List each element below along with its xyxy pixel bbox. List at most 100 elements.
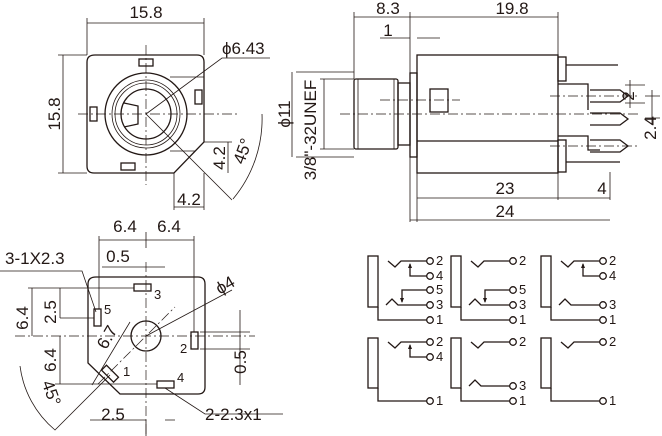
ring-spring: [468, 298, 510, 306]
terminal-4: [426, 272, 434, 280]
pin-slot-1: [100, 364, 120, 384]
plug-sleeve: [450, 337, 462, 389]
terminal-2: [599, 338, 607, 346]
body-to-pins-dim: 23: [496, 179, 515, 198]
terminal-1: [509, 316, 517, 324]
tip-spring: [470, 341, 510, 349]
terminal-label: 1: [609, 312, 616, 327]
terminal-label: 1: [519, 393, 526, 408]
bore-diameter-dim: ϕ6.43: [222, 39, 265, 58]
terminal-label: 1: [436, 393, 443, 408]
thread-spec: 3/8"-32UNEF: [301, 80, 320, 181]
terminal-1: [509, 397, 517, 405]
sleeve-contact: [550, 388, 600, 402]
angle-dim: 45°: [38, 378, 65, 409]
ring-spring: [558, 298, 600, 306]
front-view: 15.8 15.8 ϕ6.43 4.2 4.2 45°: [45, 3, 270, 210]
tip-spring: [387, 341, 427, 349]
terminal-1: [426, 316, 434, 324]
thread-length-dim: 8.3: [376, 0, 400, 18]
terminal-label: 4: [436, 268, 443, 283]
terminal-label: 5: [519, 282, 526, 297]
pin-label-5: 5: [104, 302, 111, 317]
ring-switch: [401, 289, 427, 302]
plug-sleeve: [367, 337, 379, 389]
terminal-1: [426, 397, 434, 405]
chamfer-v-dim: 4.2: [210, 146, 229, 170]
terminal-5: [509, 286, 517, 294]
arrow-icon: [408, 344, 412, 349]
arrow-icon: [408, 263, 412, 268]
ring-spring: [468, 379, 510, 387]
plug-sleeve: [540, 337, 552, 389]
bottom-view: 6.4 6.4 0.5 3-1X2.3 6.4 2.5 6.4 6.7 ϕ4 0…: [0, 217, 283, 436]
terminal-2: [509, 257, 517, 265]
sleeve-contact: [460, 388, 510, 402]
pin-label-4: 4: [177, 370, 184, 385]
pitch-right-dim: 6.4: [157, 217, 181, 236]
flange-dim: 1: [383, 21, 392, 40]
terminal-label: 3: [519, 297, 526, 312]
schematic-5: 231: [450, 334, 526, 408]
arrow-icon: [581, 263, 585, 268]
terminal-3: [426, 301, 434, 309]
vert-lower-dim: 6.4: [41, 348, 60, 372]
front-height-dim: 15.8: [45, 97, 64, 130]
front-width-dim: 15.8: [129, 3, 162, 22]
slot-spec-2: 2-2.3x1: [205, 405, 262, 424]
tip-spring: [387, 260, 427, 268]
tip-switch: [409, 264, 427, 277]
terminal-label: 2: [436, 253, 443, 268]
front-outline: [86, 54, 205, 174]
chamfer-angle-dim: 45°: [230, 136, 257, 167]
terminal-4: [599, 272, 607, 280]
bottom-outline: [87, 276, 206, 395]
terminal-2: [426, 338, 434, 346]
body-length-dim: 19.8: [495, 0, 528, 18]
offset-bottom-dim: 2.5: [101, 405, 125, 424]
pin-pitch-dim: 2: [619, 91, 638, 100]
pin-slot-4: [156, 380, 175, 389]
overall-length-dim: 24: [496, 202, 515, 221]
terminal-label: 1: [609, 393, 616, 408]
sleeve-contact: [377, 388, 427, 402]
terminal-label: 3: [519, 378, 526, 393]
terminal-2: [509, 338, 517, 346]
pin-slot-3: [133, 283, 152, 292]
plug-sleeve: [367, 255, 379, 308]
terminal-label: 3: [436, 297, 443, 312]
schematic-6: 21: [540, 334, 616, 408]
ring-spring: [385, 298, 427, 306]
arrow-icon: [400, 298, 404, 303]
tip-spring: [470, 260, 510, 268]
plug-sleeve: [540, 255, 552, 308]
pin-length-dim: 4: [597, 179, 606, 198]
schematic-4: 241: [367, 334, 443, 408]
terminal-2: [599, 257, 607, 265]
vert-upper-dim: 6.4: [13, 306, 32, 330]
terminal-1: [599, 316, 607, 324]
terminal-3: [599, 301, 607, 309]
terminal-label: 2: [609, 253, 616, 268]
tip-switch: [409, 345, 427, 358]
diag-dist-dim: 6.7: [93, 322, 121, 352]
flange: [409, 72, 418, 158]
chamfer-h-dim: 4.2: [177, 190, 201, 209]
pin-label-3: 3: [154, 287, 161, 302]
terminal-3: [509, 382, 517, 390]
terminal-label: 4: [436, 349, 443, 364]
plug-sleeve: [450, 255, 462, 308]
vert-pin5-dim: 2.5: [41, 300, 60, 324]
terminal-label: 5: [436, 282, 443, 297]
front-tab-right: [194, 89, 203, 105]
terminal-3: [509, 301, 517, 309]
sleeve-contact: [377, 307, 427, 321]
terminal-2: [426, 257, 434, 265]
thread-diameter-dim: ϕ11: [275, 100, 294, 127]
terminal-label: 4: [609, 268, 616, 283]
offset-pin2-dim: 0.5: [231, 350, 250, 374]
